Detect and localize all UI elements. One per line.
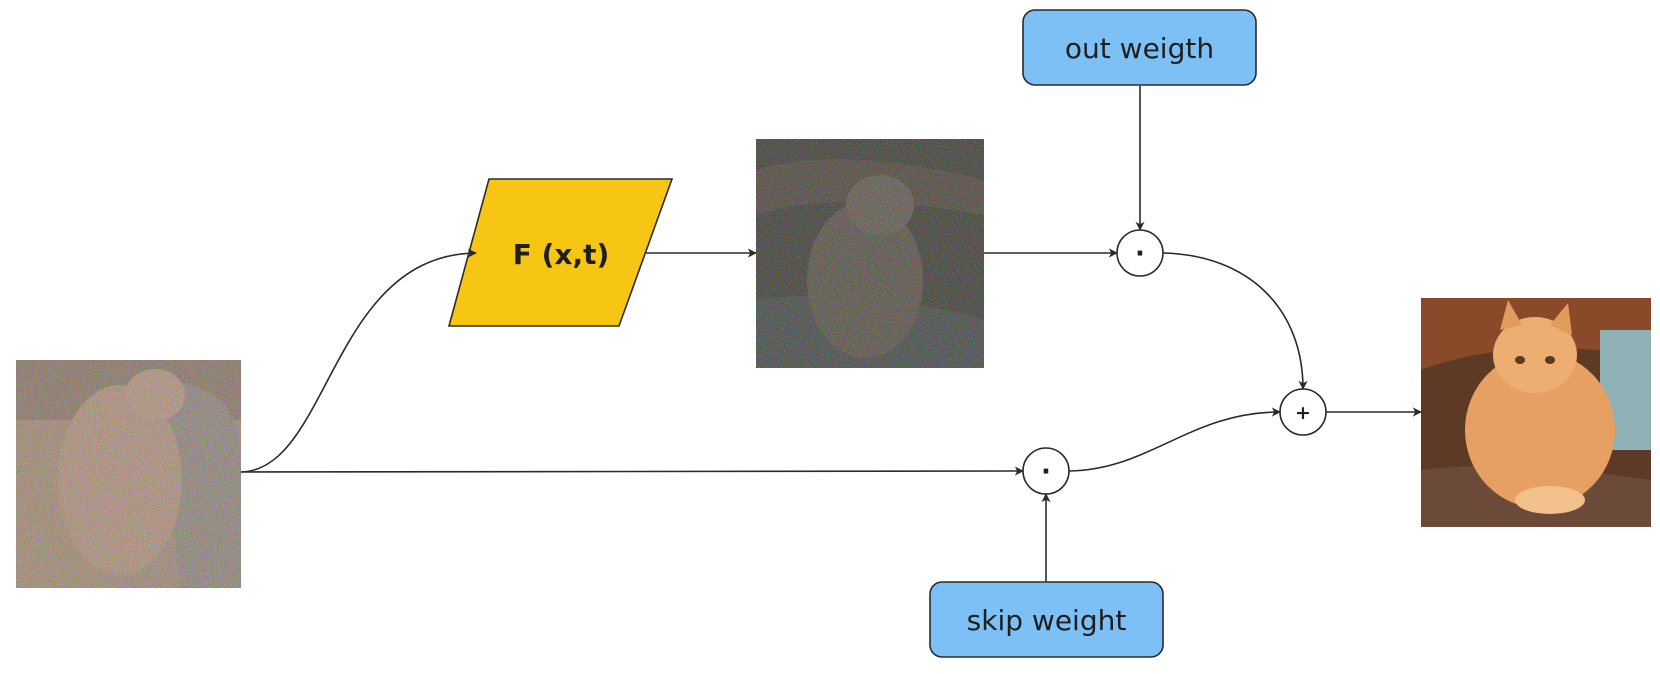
add-node: + [1279,388,1327,436]
multiply-node-bottom: · [1022,447,1070,495]
noisy-input-image [16,360,241,588]
out-weight-node: out weigth [1022,9,1257,86]
add-symbol: + [1295,402,1311,424]
multiply-symbol-bottom: · [1041,457,1051,487]
edge-multiply-to-add [1162,252,1308,390]
edge-input-to-skip-multiply [240,466,1024,476]
out-weight-label: out weigth [1065,32,1214,65]
edge-skip-multiply-to-add [1068,407,1281,472]
multiply-symbol-top: · [1135,239,1145,269]
edge-input-to-function [240,248,477,473]
multiply-node-top: · [1116,229,1164,277]
network-output-image [756,139,984,368]
function-node: F (x,t) [447,178,674,327]
function-label: F (x,t) [513,238,610,271]
skip-weight-node: skip weight [929,581,1164,658]
denoised-output-image [1421,298,1651,527]
skip-weight-label: skip weight [967,604,1127,637]
